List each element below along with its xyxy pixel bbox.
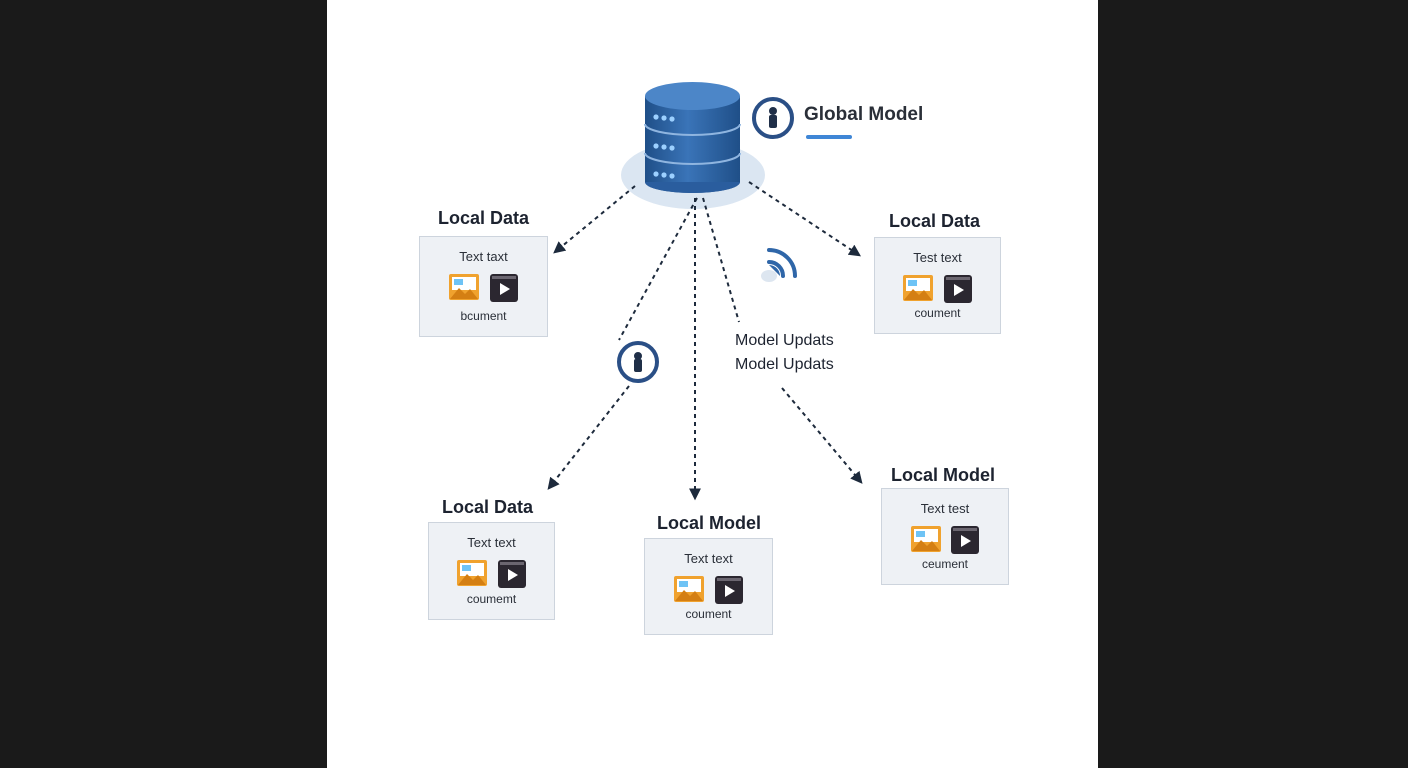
node-text-top: Text taxt: [459, 249, 508, 264]
arrow-to-local-model-right: [781, 387, 863, 484]
node-card: Text text coumemt: [428, 522, 555, 620]
diagram-panel: Global Model Model Updats Model Updats L…: [327, 0, 1098, 768]
node-card: Text test ceument: [881, 488, 1009, 585]
title-underline: [806, 135, 852, 139]
arrow-segment-upper-right: [702, 197, 740, 323]
lock-icon: [617, 341, 659, 383]
image-icon: [457, 560, 488, 586]
arrow-to-local-data-left: [553, 185, 636, 254]
node-text-top: Text text: [684, 551, 733, 566]
node-title: Local Model: [891, 465, 996, 485]
node-text-bottom: bcument: [460, 309, 507, 323]
lock-icon: [752, 97, 794, 139]
image-icon: [910, 526, 941, 552]
node-text-bottom: coumemt: [466, 592, 517, 606]
node-text-bottom: coument: [685, 607, 732, 621]
database-server-icon: [644, 82, 741, 194]
node-title: Local Data: [438, 208, 530, 228]
node-text-top: Text test: [920, 501, 970, 516]
update-label: Model Updats: [735, 356, 834, 373]
image-icon: [449, 274, 480, 300]
node-text-top: Test text: [913, 250, 962, 265]
video-icon: [943, 275, 972, 303]
global-model-title: Global Model: [804, 104, 924, 125]
node-text-bottom: ceument: [921, 557, 969, 571]
video-icon: [489, 274, 518, 302]
node-title: Local Model: [657, 513, 762, 533]
node-text-top: Text text: [467, 535, 516, 550]
update-label: Model Updats: [735, 332, 834, 349]
diagram-canvas: [547, 82, 863, 501]
node-card: Text text coument: [644, 538, 773, 635]
arrow-to-local-data-right: [748, 181, 861, 257]
node-text-bottom: coument: [914, 306, 961, 320]
video-icon: [951, 526, 980, 554]
node-title: Local Data: [889, 211, 981, 231]
video-icon: [714, 576, 743, 604]
image-icon: [903, 275, 934, 301]
node-card: Text taxt bcument: [419, 236, 548, 337]
node-card: Test text coument: [874, 237, 1001, 334]
arrow-to-local-data-bottom: [547, 385, 630, 490]
node-title: Local Data: [442, 497, 534, 517]
arrow-segment-upper-left: [618, 197, 698, 341]
video-icon: [497, 560, 526, 588]
wifi-signal-icon: [761, 248, 797, 282]
image-icon: [674, 576, 705, 602]
